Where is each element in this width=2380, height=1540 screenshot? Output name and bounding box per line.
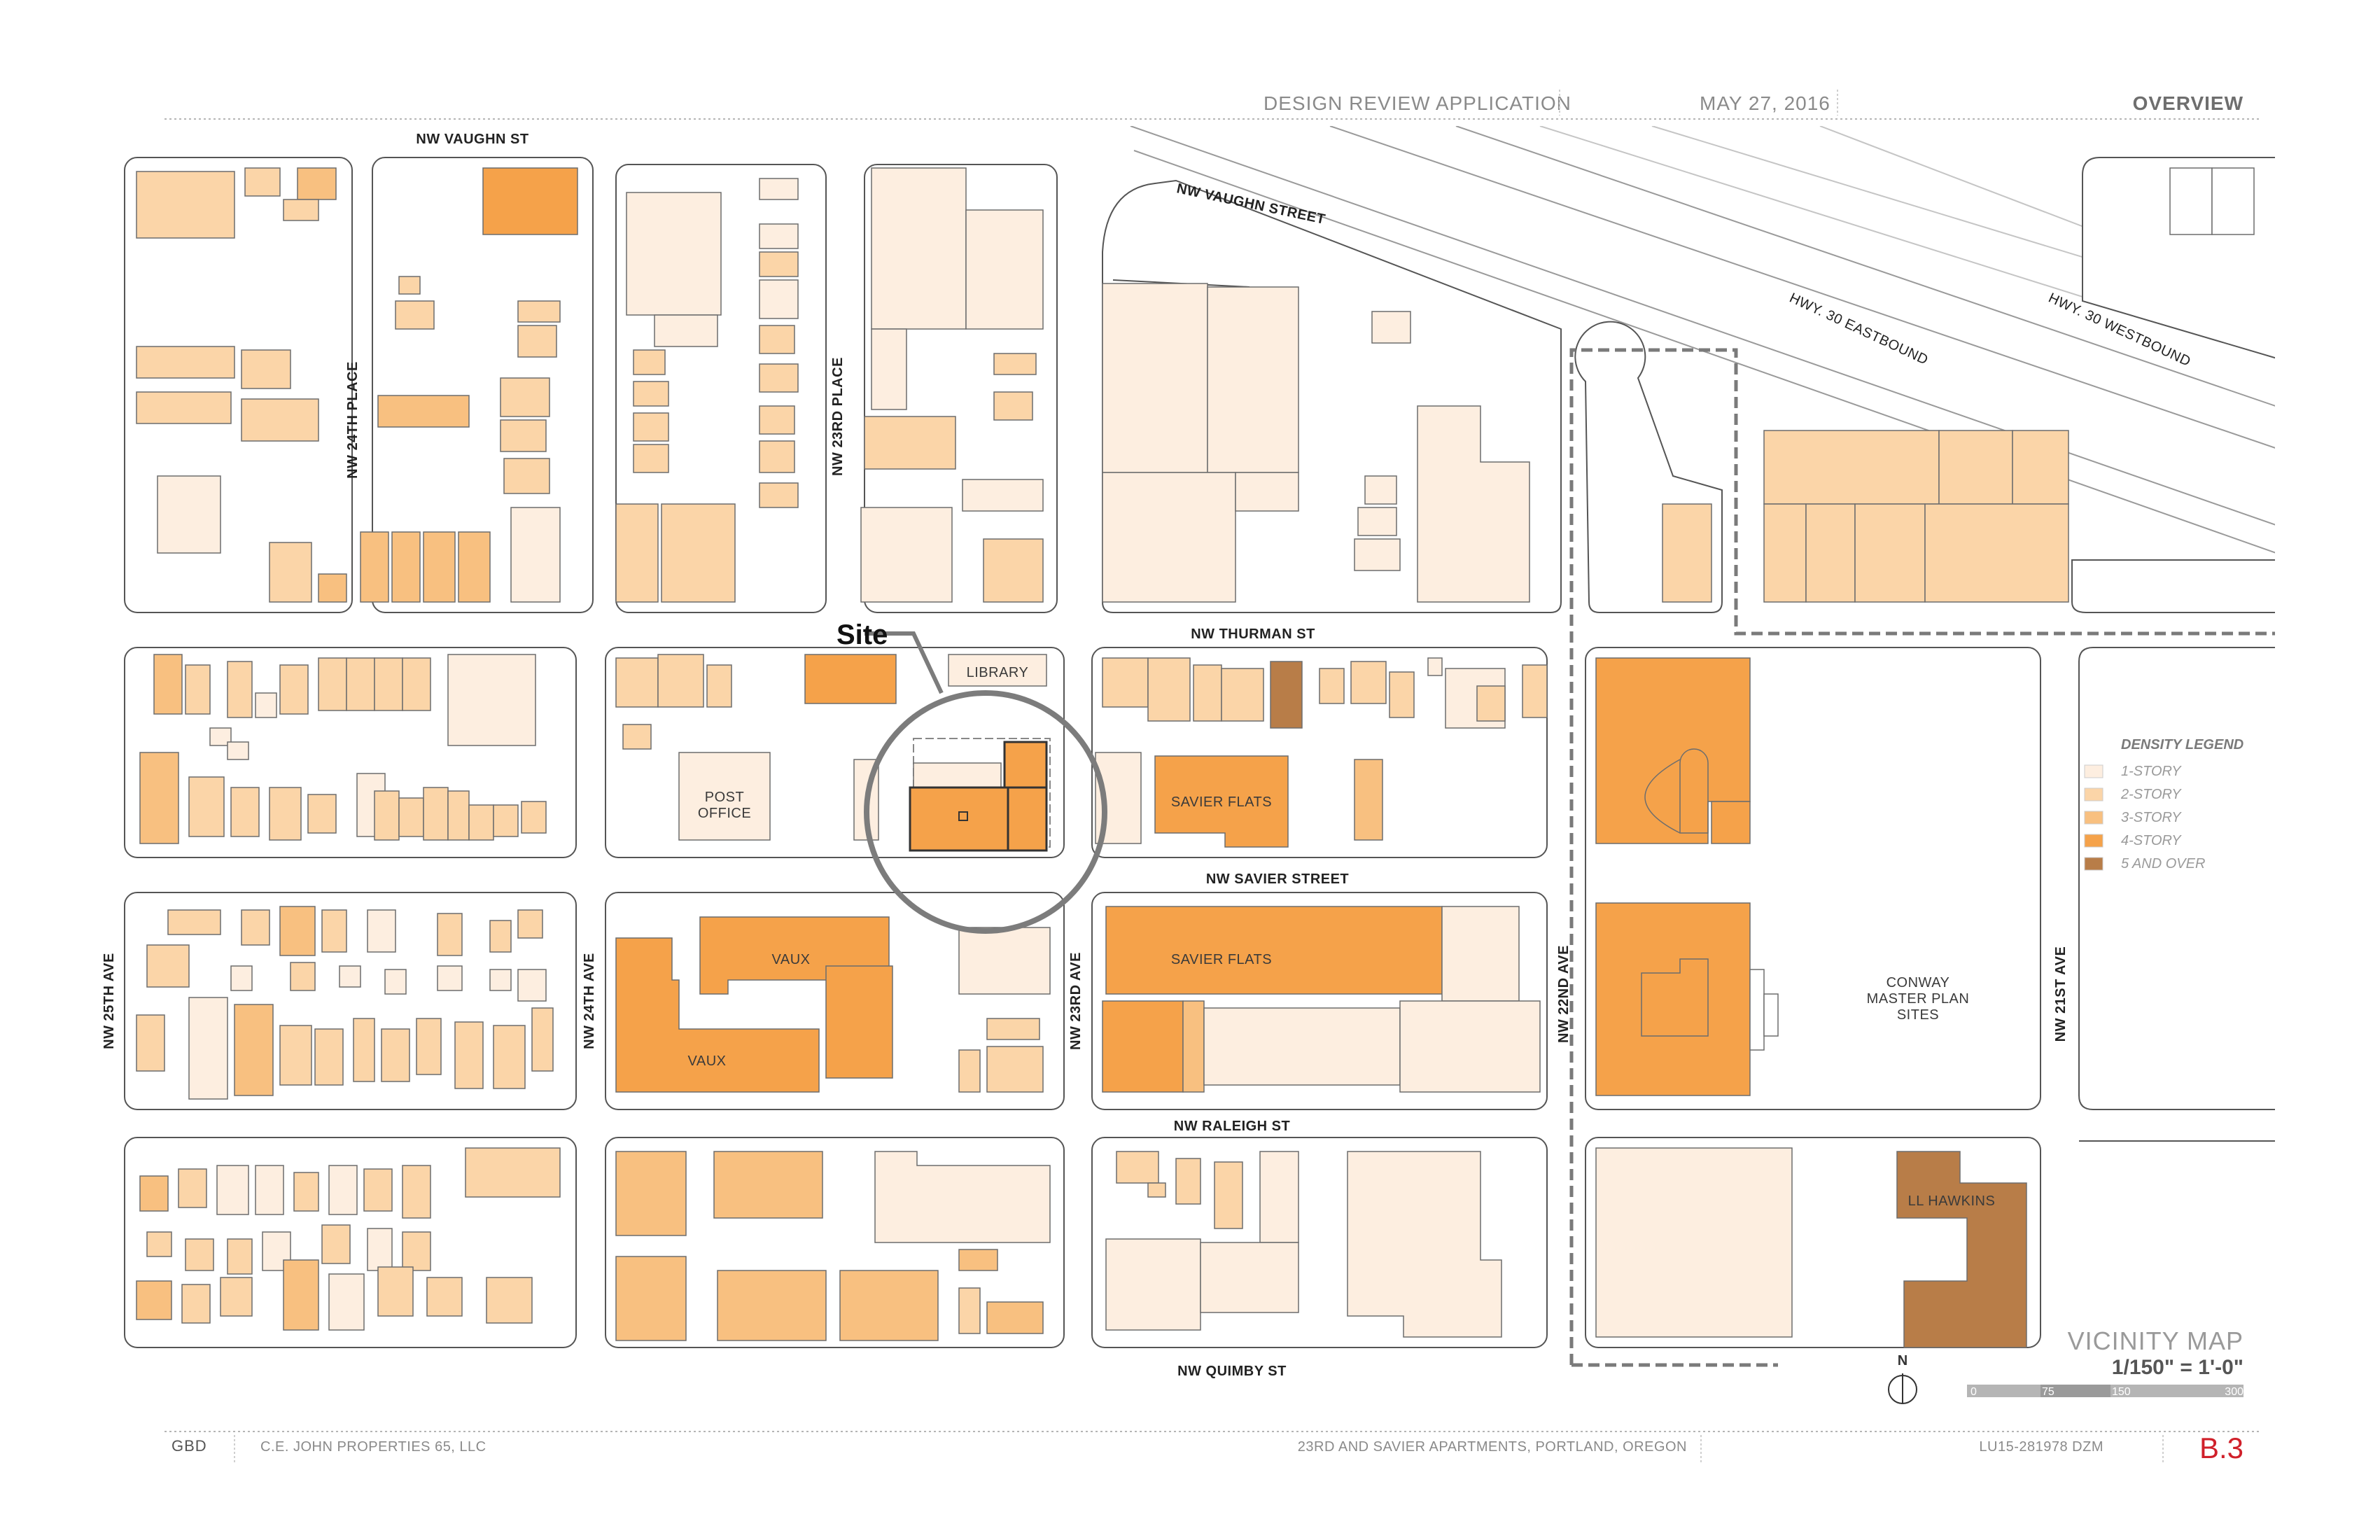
legend-swatch-3 — [2084, 811, 2104, 825]
highway-lines — [1130, 126, 2275, 554]
scale-tick-75: 75 — [2042, 1386, 2054, 1398]
title-block-header: DESIGN REVIEW APPLICATION MAY 27, 2016 O… — [164, 90, 2261, 120]
project-name: 23RD AND SAVIER APARTMENTS, PORTLAND, OR… — [1298, 1439, 1687, 1455]
legend-label-4: 4-STORY — [2121, 833, 2182, 848]
legend-label-2: 2-STORY — [2120, 787, 2182, 802]
north-label: N — [1898, 1353, 1907, 1368]
legend-title: DENSITY LEGEND — [2121, 737, 2244, 752]
street-nw-quimby-st: NW QUIMBY ST — [1177, 1364, 1287, 1379]
street-nw-22nd-ave: NW 22ND AVE — [1556, 945, 1572, 1043]
buildings — [136, 167, 2255, 1348]
ll-hawkins-label: LL HAWKINS — [1908, 1194, 1996, 1209]
street-nw-21st-ave: NW 21ST AVE — [2053, 946, 2068, 1042]
legend-item: 1-STORY — [2084, 764, 2182, 779]
conway-boundary — [1569, 348, 2275, 1367]
legend-swatch-5 — [2084, 857, 2104, 871]
legend-swatch-4 — [2084, 834, 2104, 848]
sheet-number: B.3 — [2199, 1432, 2244, 1464]
vicinity-scale-block: VICINITY MAP 1/150" = 1'-0" N 0 75 150 3… — [1888, 1326, 2244, 1404]
title-block-footer: GBD C.E. JOHN PROPERTIES 65, LLC 23RD AN… — [164, 1431, 2261, 1464]
legend-swatch-1 — [2084, 764, 2104, 778]
legend-label-3: 3-STORY — [2121, 810, 2182, 825]
conway-label-3: SITES — [1897, 1007, 1939, 1023]
street-nw-vaughn-st: NW VAUGHN ST — [416, 132, 528, 147]
street-hwy30-east: HWY. 30 EASTBOUND — [1787, 290, 1931, 368]
post-office-label-1: POST — [705, 790, 744, 805]
savier-flats-label-2: SAVIER FLATS — [1171, 952, 1272, 967]
client-name: C.E. JOHN PROPERTIES 65, LLC — [260, 1439, 486, 1455]
case-number: LU15-281978 DZM — [1979, 1439, 2104, 1455]
street-nw-25th-ave: NW 25TH AVE — [102, 953, 117, 1049]
vaux-label-1: VAUX — [772, 952, 811, 967]
legend-item: 4-STORY — [2084, 833, 2182, 848]
street-nw-raleigh-st: NW RALEIGH ST — [1174, 1119, 1291, 1134]
legend-label-1: 1-STORY — [2121, 764, 2182, 779]
scale-tick-0: 0 — [1970, 1386, 1977, 1398]
site-label: Site — [836, 620, 888, 650]
scale-tick-300: 300 — [2225, 1386, 2244, 1398]
legend-label-5: 5 AND OVER — [2121, 856, 2205, 872]
building-labels: Site LIBRARY POST OFFICE SAVIER FLATS SA… — [688, 620, 1996, 1209]
header-date: MAY 27, 2016 — [1700, 92, 1830, 114]
legend-swatch-2 — [2084, 788, 2104, 802]
site-circle — [864, 690, 1107, 934]
conway-label-2: MASTER PLAN — [1867, 991, 1970, 1007]
vicinity-map-scale: 1/150" = 1'-0" — [2112, 1356, 2244, 1379]
section-title: OVERVIEW — [2133, 92, 2244, 114]
post-office-label-2: OFFICE — [698, 806, 751, 821]
street-nw-23rd-ave: NW 23RD AVE — [1068, 952, 1084, 1050]
legend-item: 3-STORY — [2084, 810, 2182, 825]
vaux-label-2: VAUX — [688, 1054, 727, 1069]
library-label: LIBRARY — [967, 665, 1029, 680]
site-parcel — [864, 631, 1107, 934]
graphic-scale-bar: 0 75 150 300 — [1967, 1385, 2244, 1398]
map-area — [124, 126, 2275, 1367]
legend-item: 5 AND OVER — [2084, 856, 2205, 872]
street-nw-24th-ave: NW 24TH AVE — [582, 953, 597, 1049]
conway-label-1: CONWAY — [1886, 975, 1950, 990]
street-nw-23rd-place: NW 23RD PLACE — [830, 357, 846, 476]
application-title: DESIGN REVIEW APPLICATION — [1264, 92, 1572, 114]
street-nw-24th-place: NW 24TH PLACE — [345, 361, 360, 479]
vicinity-map-title: VICINITY MAP — [2068, 1326, 2244, 1355]
street-nw-savier-street: NW SAVIER STREET — [1206, 872, 1349, 887]
density-legend: DENSITY LEGEND 1-STORY 2-STORY 3-STORY 4… — [2084, 737, 2244, 872]
legend-item: 2-STORY — [2084, 787, 2182, 802]
savier-flats-label-1: SAVIER FLATS — [1171, 794, 1272, 810]
firm-name: GBD — [172, 1437, 207, 1455]
scale-tick-150: 150 — [2112, 1386, 2131, 1398]
street-nw-thurman-st: NW THURMAN ST — [1191, 626, 1315, 642]
